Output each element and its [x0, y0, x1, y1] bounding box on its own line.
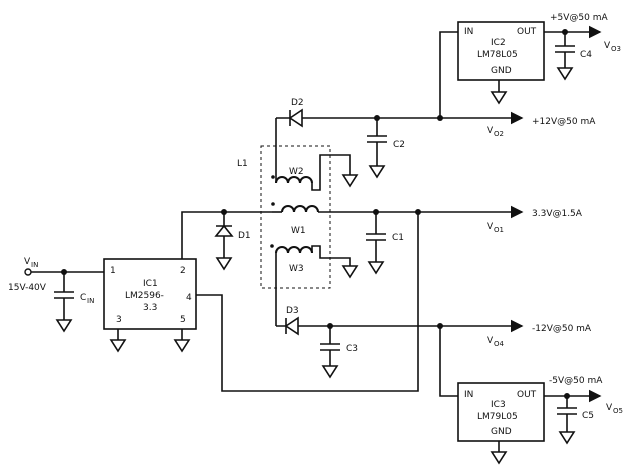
vo4-label: V: [487, 336, 494, 346]
ic2-lm78l05: IN OUT IC2 LM78L05 GND: [457, 21, 545, 81]
ic1-part-line2: 3.3: [143, 303, 157, 313]
vo1-sub: O1: [494, 226, 504, 234]
ic2-in: IN: [464, 27, 473, 37]
vo4-sub: O4: [494, 340, 505, 348]
ground-symbol: [173, 339, 191, 353]
wire-ic2-in: [439, 31, 458, 118]
input-terminal: V IN 15V-40V: [8, 257, 47, 293]
diode-d1: D1: [214, 212, 251, 271]
ic1-pin3: 3: [116, 315, 122, 325]
d1-label: D1: [238, 231, 251, 241]
c4-label: C4: [580, 50, 592, 60]
vo5-spec: -5V@50 mA: [549, 376, 603, 386]
ic1-pin5: 5: [180, 315, 186, 325]
wire-ic3-in: [439, 326, 458, 397]
capacitor-c3: C3: [320, 326, 358, 379]
w2-label: W2: [289, 167, 304, 177]
c2-label: C2: [393, 140, 405, 150]
vo1-spec: 3.3V@1.5A: [532, 209, 583, 219]
c3-label: C3: [346, 344, 358, 354]
ic2-out: OUT: [517, 27, 537, 37]
vin-sub-label: IN: [31, 261, 38, 269]
l1-dashed-outline: [260, 145, 331, 289]
ic3-in: IN: [464, 390, 473, 400]
vo3-sub: O3: [611, 45, 621, 53]
ic3-out: OUT: [517, 390, 537, 400]
d2-label: D2: [291, 98, 304, 108]
ground-symbol: [490, 451, 508, 465]
cin-label: C: [80, 293, 86, 303]
capacitor-cin: C IN: [54, 272, 94, 333]
ic2-part: LM78L05: [477, 50, 518, 60]
capacitor-c1: C1: [366, 212, 404, 275]
winding-w1: W1: [271, 202, 319, 236]
vo5-label: V: [606, 403, 613, 413]
ic2-gnd: GND: [491, 66, 512, 76]
c1-label: C1: [392, 233, 404, 243]
ic1-part-line1: LM2596-: [125, 291, 164, 301]
capacitor-c2: C2: [367, 118, 405, 179]
ic3-part: LM79L05: [477, 412, 518, 422]
ic2-name: IC2: [491, 38, 506, 48]
ground-symbol: [109, 339, 127, 353]
cin-sub-label: IN: [87, 297, 94, 305]
ic3-gnd: GND: [491, 427, 512, 437]
ic1-pin2: 2: [180, 266, 186, 276]
vo5-sub: O5: [613, 407, 623, 415]
c5-label: C5: [582, 411, 594, 421]
wire-switch-node: [181, 211, 272, 259]
junction-dot: [415, 209, 421, 215]
ic1-pin1: 1: [110, 266, 116, 276]
vo2-label: V: [487, 126, 494, 136]
d3-label: D3: [286, 306, 299, 316]
w3-label: W3: [289, 264, 304, 274]
diode-d2: D2: [276, 98, 522, 126]
w1-label: W1: [291, 226, 306, 236]
vin-range-label: 15V-40V: [8, 283, 47, 293]
capacitor-c4: C4: [555, 32, 592, 81]
vo1-label: V: [487, 222, 494, 232]
vin-label: V: [24, 257, 31, 267]
vo3-spec: +5V@50 mA: [550, 13, 609, 23]
l1-label: L1: [237, 159, 248, 169]
ic3-name: IC3: [491, 400, 506, 410]
vo2-spec: +12V@50 mA: [532, 117, 596, 127]
vo2-sub: O2: [494, 130, 504, 138]
ic1-name: IC1: [143, 279, 158, 289]
capacitor-c5: C5: [557, 396, 594, 445]
ic1-pin4: 4: [186, 293, 192, 303]
winding-w3: W3: [270, 244, 359, 326]
ground-symbol: [490, 91, 508, 105]
wire-feedback: [196, 212, 419, 392]
ic3-lm79l05: IN OUT IC3 LM79L05 GND: [457, 382, 545, 442]
ic1-lm2596: 1 2 4 3 5 IC1 LM2596- 3.3: [103, 258, 197, 330]
winding-w2: W2: [271, 118, 359, 191]
vo3-label: V: [604, 41, 611, 51]
vo4-spec: -12V@50 mA: [532, 324, 592, 334]
diode-d3: D3: [276, 306, 522, 334]
